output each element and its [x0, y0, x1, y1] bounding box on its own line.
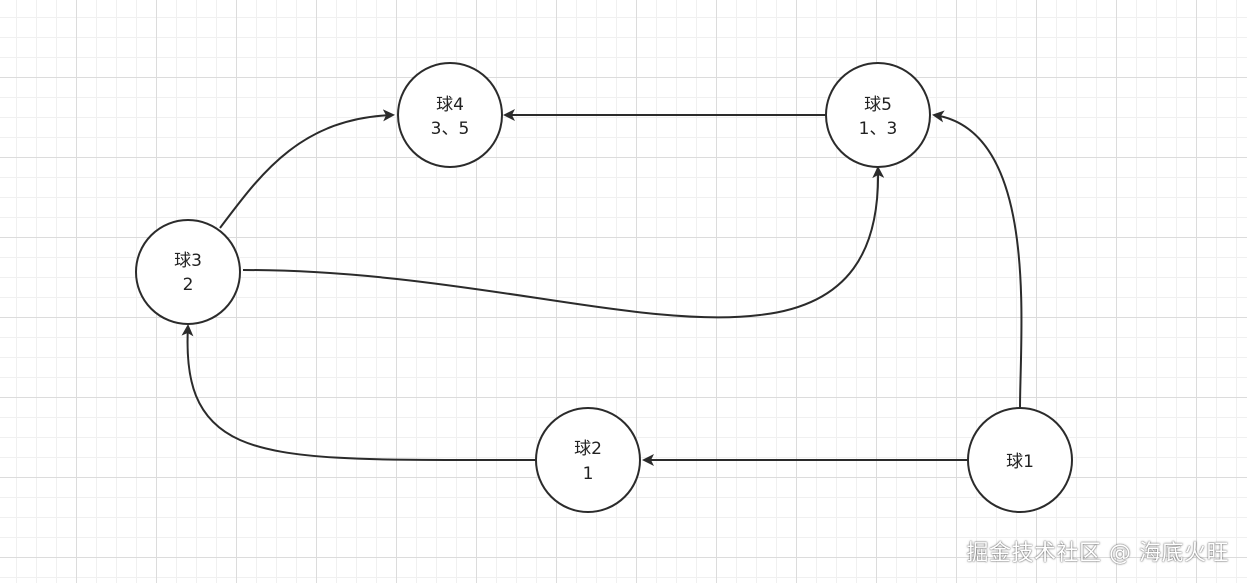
node-ball3: 球3 2 — [135, 219, 241, 325]
node-ball5: 球5 1、3 — [825, 62, 931, 168]
node-ball3-circle — [135, 219, 241, 325]
node-ball4-value: 3、5 — [431, 119, 470, 139]
edge-ball3-to-ball5 — [242, 166, 885, 319]
node-ball1-label: 球1 — [1006, 452, 1034, 472]
edge-ball2-to-ball3 — [181, 324, 537, 462]
node-ball2: 球2 1 — [535, 407, 641, 513]
node-ball5-label: 球5 — [864, 95, 892, 115]
node-ball5-circle — [825, 62, 931, 168]
edges-group — [181, 109, 1023, 466]
edge-ball1-to-ball5 — [932, 110, 1023, 409]
node-ball2-label: 球2 — [574, 439, 602, 459]
node-ball4: 球4 3、5 — [397, 62, 503, 168]
node-ball4-circle — [397, 62, 503, 168]
watermark-text: 掘金技术社区 @ 海底火旺 — [966, 541, 1229, 566]
node-ball3-value: 2 — [183, 275, 194, 295]
node-ball2-value: 1 — [583, 464, 594, 484]
node-ball1: 球1 — [967, 407, 1073, 513]
node-ball2-circle — [535, 407, 641, 513]
node-ball5-value: 1、3 — [859, 119, 898, 139]
node-ball3-label: 球3 — [174, 251, 202, 271]
edge-ball3-to-ball4 — [219, 109, 395, 229]
node-ball1-circle — [967, 407, 1073, 513]
node-ball4-label: 球4 — [436, 95, 464, 115]
